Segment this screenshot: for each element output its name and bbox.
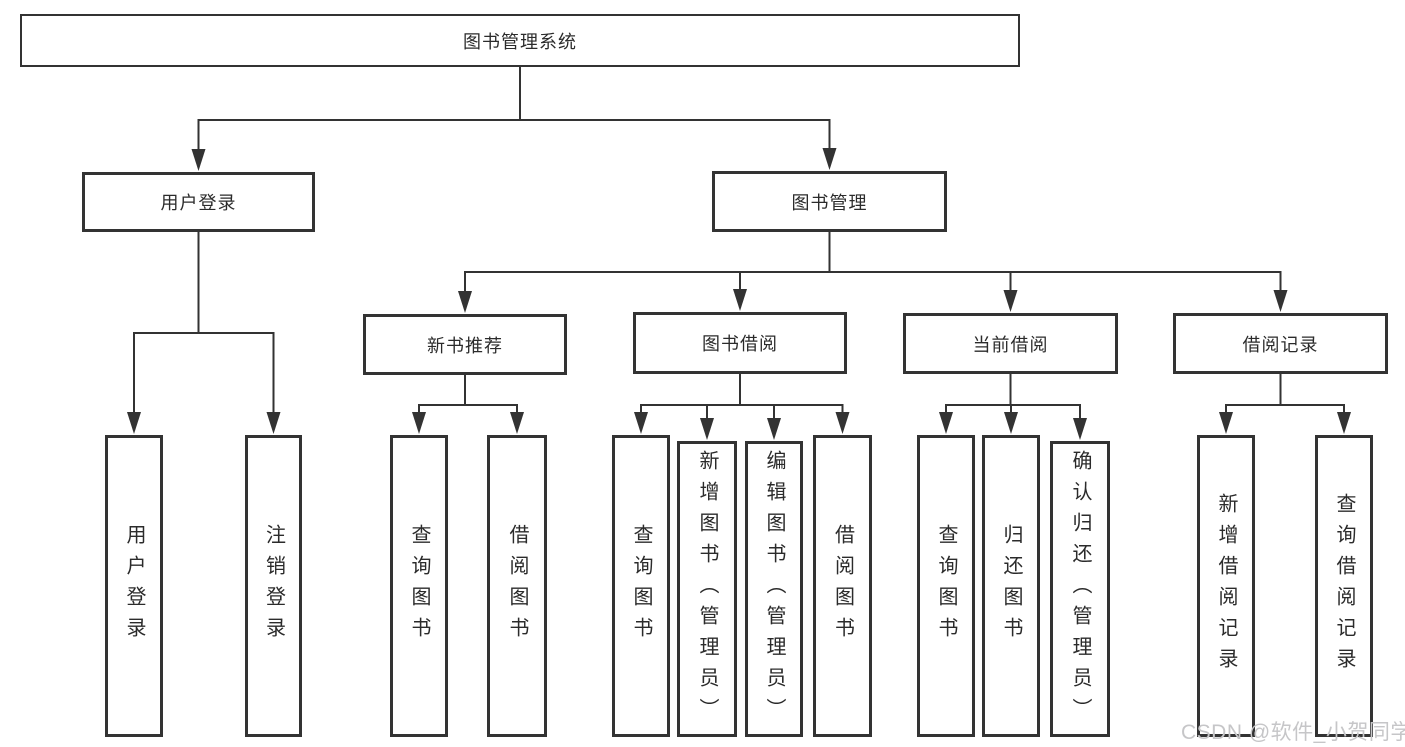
node-label: 图书管理 <box>791 192 868 213</box>
node-leaf-cb-confirm: 确认归还（管理员） <box>1050 441 1110 737</box>
node-label: 借阅记录 <box>1242 334 1319 355</box>
node-leaf-cb-query: 查询图书 <box>917 435 975 737</box>
node-label: 查询借阅记录 <box>1333 493 1355 679</box>
node-label: 查询图书 <box>408 524 430 648</box>
node-book-borrow: 图书借阅 <box>633 312 847 374</box>
node-leaf-nb-borrow: 借阅图书 <box>487 435 547 737</box>
node-label: 新增借阅记录 <box>1215 493 1237 679</box>
node-label: 图书管理系统 <box>463 31 577 52</box>
node-leaf-bb-query: 查询图书 <box>612 435 670 737</box>
node-leaf-cb-return: 归还图书 <box>982 435 1040 737</box>
node-leaf-user-login: 用户登录 <box>105 435 163 737</box>
node-borrow-record: 借阅记录 <box>1173 313 1388 374</box>
node-label: 当前借阅 <box>972 334 1049 355</box>
node-label: 归还图书 <box>1000 524 1022 648</box>
node-new-book-rec: 新书推荐 <box>363 314 567 375</box>
node-label: 用户登录 <box>160 193 237 213</box>
node-label: 新增图书（管理员） <box>696 449 718 729</box>
node-label: 图书借阅 <box>702 334 778 354</box>
node-label: 注销登录 <box>262 524 285 648</box>
node-leaf-bb-borrow: 借阅图书 <box>813 435 872 737</box>
node-root: 图书管理系统 <box>20 14 1020 67</box>
node-book-mgmt: 图书管理 <box>712 171 947 232</box>
node-leaf-nb-query: 查询图书 <box>390 435 448 737</box>
node-user-login: 用户登录 <box>82 172 315 232</box>
node-current-borrow: 当前借阅 <box>903 313 1118 374</box>
node-label: 借阅图书 <box>831 524 854 648</box>
node-label: 查询图书 <box>935 524 957 648</box>
node-label: 借阅图书 <box>506 524 528 648</box>
node-label: 新书推荐 <box>427 335 503 356</box>
node-label: 确认归还（管理员） <box>1069 449 1091 729</box>
node-label: 用户登录 <box>123 524 145 648</box>
node-leaf-bb-add: 新增图书（管理员） <box>677 441 737 737</box>
node-leaf-br-query: 查询借阅记录 <box>1315 435 1373 737</box>
node-leaf-br-add: 新增借阅记录 <box>1197 435 1255 737</box>
node-label: 查询图书 <box>630 524 652 648</box>
node-label: 编辑图书（管理员） <box>763 449 785 729</box>
node-leaf-logout: 注销登录 <box>245 435 302 737</box>
watermark: CSDN @软件_小贺同学 <box>1181 721 1405 744</box>
node-leaf-bb-edit: 编辑图书（管理员） <box>745 441 803 737</box>
